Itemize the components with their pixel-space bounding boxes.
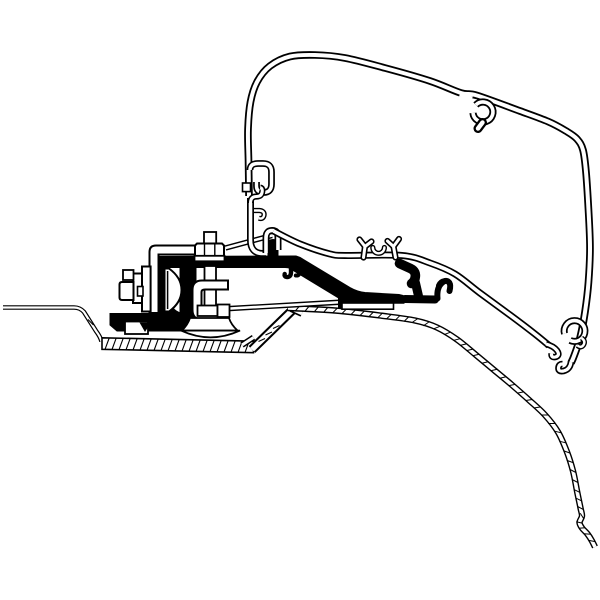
support-links-group <box>221 232 353 312</box>
adapter-rail-profile <box>247 198 562 361</box>
mounting-hardware-group <box>118 231 241 339</box>
hook-bracket <box>148 244 197 314</box>
rail-base-plate <box>341 302 395 310</box>
vehicle-roof-group <box>3 304 598 549</box>
dish-washer <box>180 329 241 339</box>
spring-clip <box>163 267 183 313</box>
bracket-foot-slot <box>124 320 151 335</box>
roof-panel-section <box>101 336 255 354</box>
bolt-thread <box>203 231 218 245</box>
awning-cassette-profile <box>241 51 594 375</box>
dome-washer <box>179 317 240 332</box>
rail-crown-clip <box>356 235 403 261</box>
horizontal-bolt-head <box>118 281 135 301</box>
bracket-clamp-fingers <box>394 258 454 304</box>
